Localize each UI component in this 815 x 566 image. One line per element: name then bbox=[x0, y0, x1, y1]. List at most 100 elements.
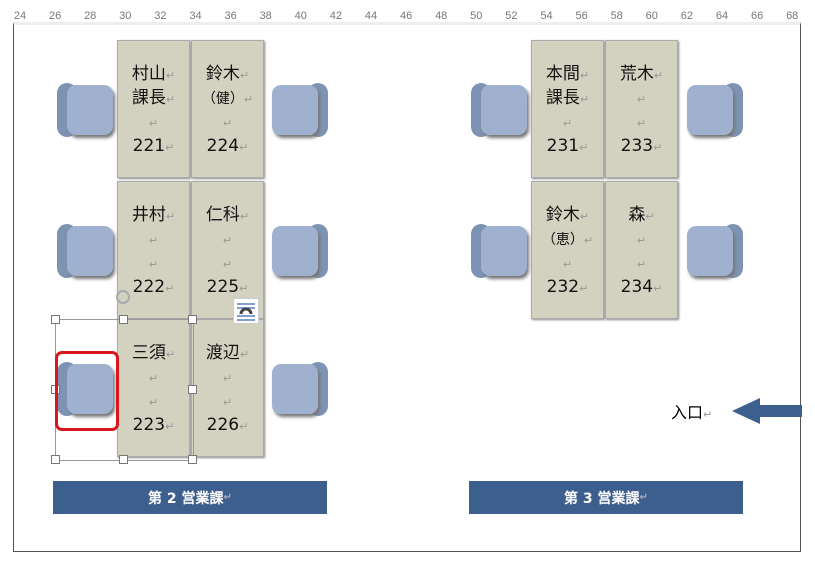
return-mark: ↵ bbox=[645, 210, 655, 223]
name-line: 課長 bbox=[545, 88, 580, 108]
return-mark: ↵ bbox=[239, 282, 249, 295]
resize-handle[interactable] bbox=[51, 455, 60, 464]
name-line: 森 bbox=[628, 205, 646, 225]
desk-name: 三須↵ bbox=[132, 342, 175, 366]
return-mark: ↵ bbox=[165, 93, 176, 106]
ruler-tick-label: 64 bbox=[715, 10, 729, 22]
chair-icon[interactable] bbox=[270, 362, 328, 416]
return-mark: ↵ bbox=[636, 234, 647, 247]
return-mark: ↵ bbox=[579, 93, 590, 106]
number-text: 221 bbox=[132, 136, 166, 156]
chair-icon[interactable] bbox=[270, 224, 328, 278]
desk-221[interactable]: 村山↵課長↵↵221↵ bbox=[117, 40, 190, 178]
chair-icon[interactable] bbox=[471, 83, 529, 137]
desk-name: 本間↵ bbox=[546, 63, 589, 87]
desk-231[interactable]: 本間↵課長↵↵231↵ bbox=[531, 40, 604, 178]
ruler-tick-label: 34 bbox=[189, 10, 202, 22]
return-mark: ↵ bbox=[148, 372, 159, 385]
return-mark: ↵ bbox=[239, 210, 250, 223]
chair-icon[interactable] bbox=[270, 83, 328, 137]
desk-name-2: 課長↵ bbox=[132, 87, 175, 111]
return-mark: ↵ bbox=[222, 117, 233, 130]
number-text: 233 bbox=[620, 136, 654, 156]
number-text: 224 bbox=[206, 136, 240, 156]
desk-number: 234↵ bbox=[621, 276, 663, 300]
ruler-tick-label: 60 bbox=[645, 10, 658, 22]
name-line: 鈴木 bbox=[545, 205, 580, 225]
return-mark: ↵ bbox=[148, 117, 159, 130]
return-mark: ↵ bbox=[562, 258, 573, 271]
return-mark: ↵ bbox=[579, 141, 589, 154]
desk-name: 井村↵ bbox=[132, 204, 175, 228]
desk-name-2: 課長↵ bbox=[546, 87, 589, 111]
name-line: 井村 bbox=[131, 205, 166, 225]
chair-icon[interactable] bbox=[685, 83, 743, 137]
desk-224[interactable]: 鈴木↵（健）↵↵224↵ bbox=[191, 40, 264, 178]
desk-name: 仁科↵ bbox=[206, 204, 249, 228]
number-text: 223 bbox=[132, 415, 166, 435]
rotate-handle[interactable] bbox=[116, 290, 130, 304]
name-line: 鈴木 bbox=[205, 64, 240, 84]
return-mark: ↵ bbox=[222, 372, 233, 385]
desk-name: 荒木↵ bbox=[620, 63, 663, 87]
name-line: （恵） bbox=[541, 232, 584, 248]
desk-232[interactable]: 鈴木↵（恵）↵↵232↵ bbox=[531, 181, 604, 319]
number-text: 222 bbox=[132, 277, 166, 297]
return-mark: ↵ bbox=[165, 69, 176, 82]
name-line: 課長 bbox=[131, 88, 166, 108]
ruler-tick-label: 46 bbox=[399, 10, 413, 22]
desk-number: 224↵ bbox=[207, 135, 249, 159]
desk-name-2: （健）↵ bbox=[202, 87, 253, 111]
desk-233[interactable]: 荒木↵↵↵233↵ bbox=[605, 40, 678, 178]
return-mark: ↵ bbox=[165, 141, 175, 154]
name-line: （健） bbox=[201, 91, 244, 107]
highlight-frame bbox=[55, 351, 119, 431]
desk-number: 221↵ bbox=[133, 135, 175, 159]
ruler-tick-label: 58 bbox=[610, 10, 623, 22]
desk-number: 231↵ bbox=[547, 135, 589, 159]
resize-handle[interactable] bbox=[188, 455, 197, 464]
return-mark: ↵ bbox=[222, 396, 233, 409]
return-mark: ↵ bbox=[653, 141, 663, 154]
chair-icon[interactable] bbox=[57, 362, 115, 416]
ruler-tick-label: 48 bbox=[435, 10, 448, 22]
desk-name: 森↵ bbox=[628, 204, 654, 228]
desk-234[interactable]: 森↵↵↵234↵ bbox=[605, 181, 678, 319]
ruler-tick-label: 40 bbox=[294, 10, 307, 22]
resize-handle[interactable] bbox=[119, 455, 128, 464]
return-mark: ↵ bbox=[239, 348, 250, 361]
name-line: 本間 bbox=[545, 64, 580, 84]
ruler-tick-label: 26 bbox=[48, 10, 62, 22]
resize-handle[interactable] bbox=[188, 315, 197, 324]
resize-handle[interactable] bbox=[188, 385, 197, 394]
ruler-tick-label: 44 bbox=[364, 10, 378, 22]
return-mark: ↵ bbox=[653, 282, 663, 295]
desk-name: 鈴木↵ bbox=[206, 63, 249, 87]
entrance-text: 入口 bbox=[671, 403, 704, 422]
chair-icon[interactable] bbox=[471, 224, 529, 278]
return-mark: ↵ bbox=[165, 210, 176, 223]
ruler-tick-label: 38 bbox=[259, 10, 272, 22]
desk-226[interactable]: 渡辺↵↵↵226↵ bbox=[191, 319, 264, 457]
return-mark: ↵ bbox=[148, 396, 159, 409]
layout-options-icon[interactable] bbox=[233, 298, 259, 324]
return-mark: ↵ bbox=[239, 69, 250, 82]
return-mark: ↵ bbox=[579, 69, 590, 82]
desk-225[interactable]: 仁科↵↵↵225↵ bbox=[191, 181, 264, 319]
chair-icon[interactable] bbox=[685, 224, 743, 278]
return-mark: ↵ bbox=[223, 492, 232, 503]
number-text: 234 bbox=[620, 277, 654, 297]
return-mark: ↵ bbox=[165, 420, 175, 433]
ruler-tick-label: 62 bbox=[680, 10, 694, 22]
return-mark: ↵ bbox=[636, 258, 647, 271]
chair-icon[interactable] bbox=[57, 83, 115, 137]
chair-icon[interactable] bbox=[57, 224, 115, 278]
banner-sales-3: 第 3 営業課↵ bbox=[469, 481, 743, 514]
number-text: 226 bbox=[206, 415, 240, 435]
return-mark: ↵ bbox=[583, 234, 594, 247]
return-mark: ↵ bbox=[239, 141, 249, 154]
resize-handle[interactable] bbox=[119, 315, 128, 324]
resize-handle[interactable] bbox=[51, 315, 60, 324]
return-mark: ↵ bbox=[165, 282, 175, 295]
return-mark: ↵ bbox=[579, 210, 590, 223]
